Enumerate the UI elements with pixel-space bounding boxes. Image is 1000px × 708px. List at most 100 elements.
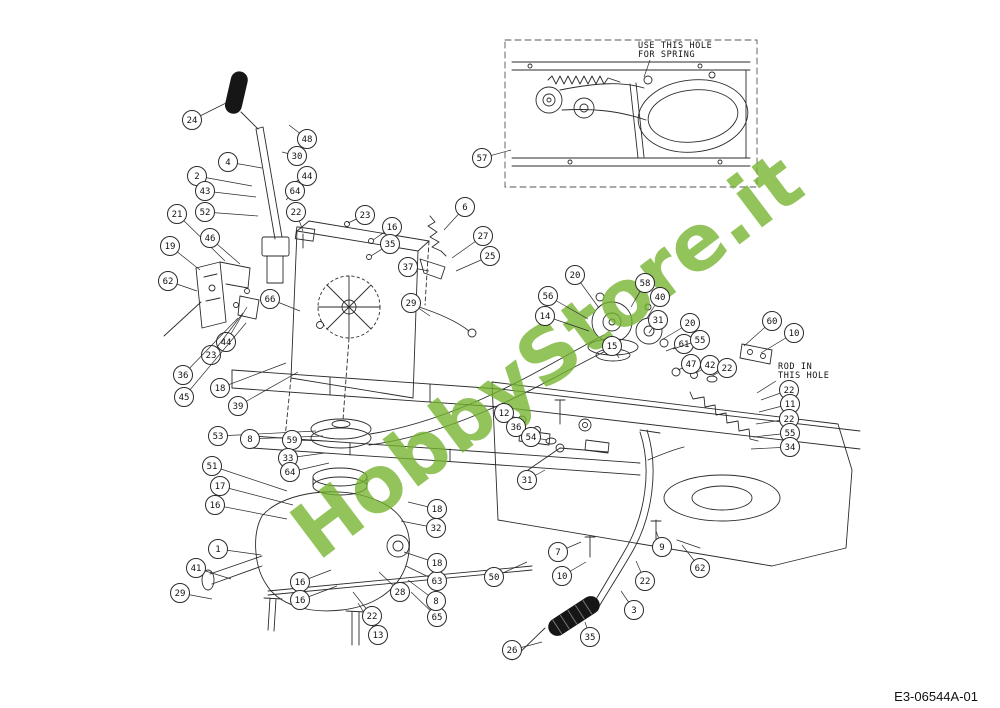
callout-29: 29 [401,293,431,317]
svg-text:2: 2 [194,172,199,182]
callout-36: 36 [506,417,534,437]
svg-text:36: 36 [511,423,522,433]
callout-41: 41 [186,558,232,580]
callout-37: 37 [398,257,430,277]
callout-46: 46 [200,228,241,265]
svg-text:13: 13 [373,631,384,641]
callout-60: 60 [743,311,782,347]
svg-text:55: 55 [785,429,796,439]
svg-text:57: 57 [477,154,488,164]
svg-text:56: 56 [543,292,554,302]
svg-text:53: 53 [213,432,224,442]
svg-text:22: 22 [784,386,795,396]
callout-18: 18 [407,499,447,519]
extension-spring [689,391,759,442]
callout-10: 10 [552,561,587,586]
svg-text:22: 22 [784,415,795,425]
callout-57: 57 [472,148,512,168]
callout-19: 19 [160,236,201,271]
inset-belt-loop [637,79,749,153]
svg-text:31: 31 [653,316,664,326]
callout-11: 11 [758,394,800,414]
small-spring [427,215,447,257]
callout-47: 47 [677,354,701,374]
svg-text:3: 3 [631,606,636,616]
svg-text:8: 8 [433,597,438,607]
svg-text:16: 16 [295,578,306,588]
svg-text:65: 65 [432,613,443,623]
svg-text:12: 12 [499,409,510,419]
idler-pulleys [527,292,773,471]
svg-text:50: 50 [489,573,500,583]
svg-text:18: 18 [432,505,443,515]
svg-text:6: 6 [462,203,467,213]
callout-55: 55 [672,330,710,350]
bolt [554,399,566,425]
callout-51: 51 [202,456,288,492]
callout-22: 22 [635,560,655,591]
svg-text:36: 36 [178,371,189,381]
callout-2: 2 [187,166,253,187]
svg-text:54: 54 [526,433,537,443]
svg-text:16: 16 [295,596,306,606]
svg-text:34: 34 [785,443,796,453]
svg-text:63: 63 [432,577,443,587]
svg-text:52: 52 [200,208,211,218]
svg-text:58: 58 [640,279,651,289]
svg-text:62: 62 [695,564,706,574]
engine-pulley-and-belt [310,334,607,449]
svg-text:22: 22 [722,364,733,374]
svg-text:59: 59 [287,436,298,446]
callout-45: 45 [174,322,247,407]
spring-hole [643,75,653,85]
callout-58: 58 [630,273,655,308]
callout-20: 20 [662,313,700,340]
callout-55: 55 [752,423,800,443]
svg-text:9: 9 [659,543,664,553]
svg-text:21: 21 [172,210,183,220]
idler-arm [527,447,609,471]
callout-64: 64 [280,462,330,482]
callout-31: 31 [648,310,668,334]
svg-text:16: 16 [387,223,398,233]
svg-text:FOR SPRING: FOR SPRING [638,50,695,60]
svg-text:7: 7 [555,548,560,558]
callout-22: 22 [352,591,382,626]
callout-15: 15 [602,336,622,359]
callout-6: 6 [443,197,475,231]
fan-blades [317,275,381,339]
shift-knob [224,71,248,114]
svg-text:THIS HOLE: THIS HOLE [778,371,829,381]
svg-text:22: 22 [291,208,302,218]
svg-text:28: 28 [395,588,406,598]
svg-text:16: 16 [210,501,221,511]
svg-text:35: 35 [585,633,596,643]
callout-3: 3 [620,590,644,620]
drive-belt [369,334,605,435]
callout-52: 52 [195,202,259,222]
svg-text:40: 40 [655,293,666,303]
callout-44: 44 [216,306,248,352]
callout-42: 42 [695,355,720,375]
inset-spring [547,75,621,85]
small-parts-top [302,215,477,338]
svg-text:26: 26 [507,646,518,656]
callout-24: 24 [182,102,227,130]
console-and-fan [284,220,430,439]
svg-text:60: 60 [767,317,778,327]
svg-text:10: 10 [557,572,568,582]
callout-56: 56 [538,286,589,320]
frame-wheel-well [663,474,781,522]
svg-text:25: 25 [485,252,496,262]
svg-text:47: 47 [686,360,697,370]
svg-text:10: 10 [789,329,800,339]
svg-text:35: 35 [385,240,396,250]
callout-1: 1 [208,539,262,559]
svg-text:48: 48 [302,135,313,145]
svg-text:18: 18 [432,559,443,569]
svg-text:4: 4 [225,158,230,168]
callout-8: 8 [240,429,324,449]
